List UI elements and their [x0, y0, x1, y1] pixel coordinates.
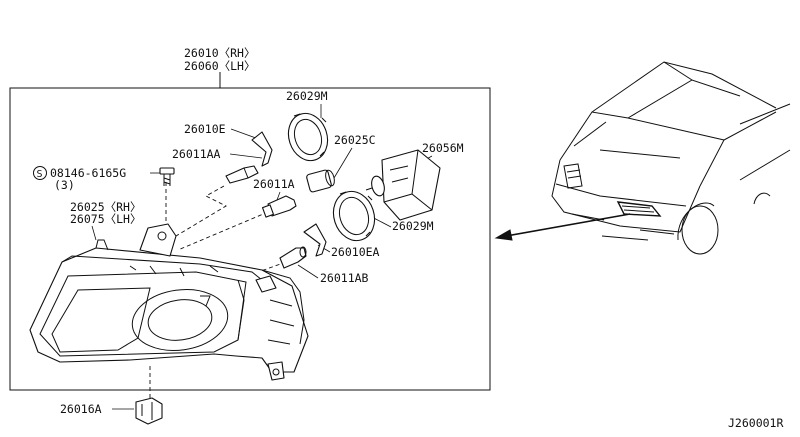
- bolt-symbol-circle: [33, 166, 47, 180]
- label-bulb-a: 26011A: [253, 177, 295, 191]
- socket-c-part: [306, 169, 335, 193]
- vehicle-illustration: [551, 61, 791, 255]
- label-bracket: 26016A: [60, 402, 102, 416]
- label-bolt: 08146-6165G: [50, 166, 126, 180]
- bracket-part: [135, 397, 163, 425]
- label-cap-lower: 26029M: [392, 219, 434, 233]
- cap-lower-part: [332, 190, 376, 242]
- label-bulb-ab: 26011AB: [320, 271, 369, 285]
- label-assembly-lh: 26060〈LH〉: [184, 59, 255, 73]
- bulb-aa-part: [225, 165, 259, 184]
- label-diagram-code: J260001R: [728, 416, 783, 430]
- label-socket-c: 26025C: [334, 133, 376, 147]
- label-bolt-qty: (3): [54, 178, 75, 192]
- ballast-part: [365, 149, 441, 221]
- cap-upper-part: [287, 112, 329, 162]
- label-headlamp-lh: 26075〈LH〉: [70, 212, 141, 226]
- headlamp-assembly-part: [29, 223, 309, 381]
- label-ballast: 26056M: [422, 141, 464, 155]
- bolt-part: [159, 167, 175, 186]
- label-assembly-rh: 26010〈RH〉: [184, 46, 255, 60]
- label-cap-upper: 26029M: [286, 89, 328, 103]
- label-headlamp-rh: 26025〈RH〉: [70, 200, 141, 214]
- label-clip-e: 26010E: [184, 122, 226, 136]
- label-clip-ea: 26010EA: [331, 245, 380, 259]
- location-arrow: [494, 213, 631, 241]
- bulb-ab-part: [279, 246, 307, 269]
- bulb-a-part: [261, 195, 297, 218]
- bolt-symbol-letter: S: [37, 169, 43, 180]
- label-bulb-aa: 26011AA: [172, 147, 221, 161]
- clip-e-part: [251, 131, 273, 167]
- assembly-frame: [9, 87, 491, 391]
- clip-ea-part: [303, 223, 327, 257]
